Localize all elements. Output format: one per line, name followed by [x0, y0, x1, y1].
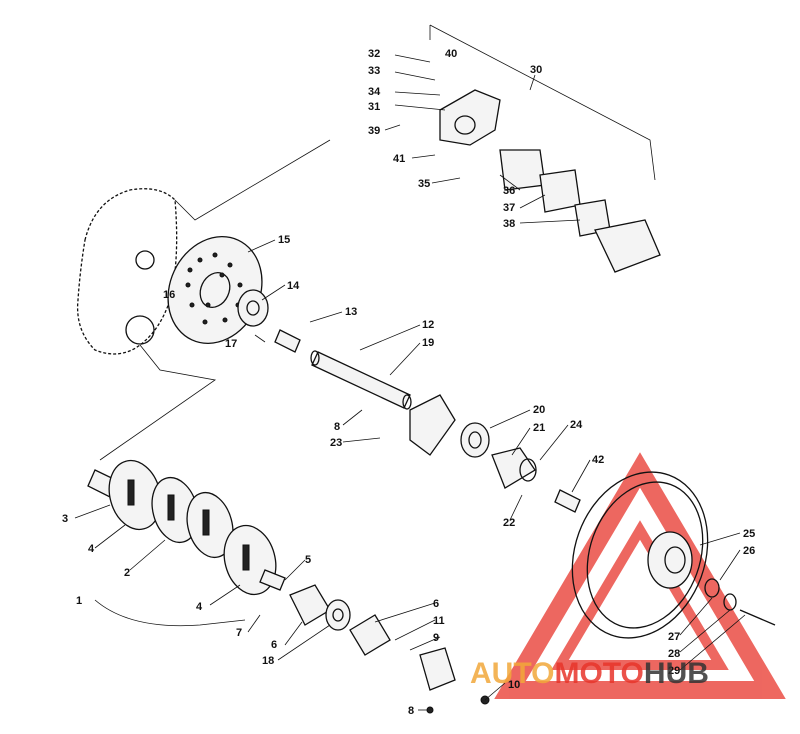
watermark-hub: HUB	[644, 657, 709, 690]
callout-33: 33	[368, 65, 380, 77]
callout-20: 20	[533, 404, 545, 416]
watermark-text: AUTOMOTOHUB	[470, 657, 709, 690]
bearing-flange-lower	[289, 584, 490, 714]
callout-26: 26	[743, 545, 755, 557]
callout-5: 5	[305, 554, 311, 566]
callout-28: 28	[668, 648, 680, 660]
callout-42: 42	[592, 454, 604, 466]
brake-caliper	[429, 24, 661, 273]
callout-13: 13	[345, 306, 357, 318]
callout-19: 19	[422, 337, 434, 349]
callout-17: 17	[225, 338, 237, 350]
callout-24: 24	[570, 419, 583, 431]
callout-32: 32	[368, 48, 380, 60]
callout-7: 7	[236, 627, 242, 639]
callout-37: 37	[503, 202, 515, 214]
callout-6a: 6	[271, 639, 277, 651]
svg-text:AUTOMOTOHUB: AUTOMOTOHUB	[470, 657, 709, 690]
callout-12: 12	[422, 319, 434, 331]
callout-11: 11	[433, 615, 445, 627]
chaincase-housing	[76, 139, 331, 461]
callout-31: 31	[368, 101, 380, 113]
callout-8b: 8	[408, 705, 414, 717]
disc-hub	[237, 289, 269, 327]
callout-4b: 4	[196, 601, 203, 613]
bearing-bracket	[409, 394, 537, 489]
callout-27: 27	[668, 631, 680, 643]
callout-38: 38	[503, 218, 515, 230]
callout-22: 22	[503, 517, 515, 529]
watermark-auto: AUTO	[470, 657, 554, 690]
drive-shaft	[87, 459, 286, 596]
callout-30: 30	[530, 64, 542, 76]
jackshaft	[274, 329, 412, 410]
callout-25: 25	[743, 528, 755, 540]
brake-wheel	[571, 471, 776, 639]
callout-8a: 8	[334, 421, 340, 433]
callout-1: 1	[76, 595, 82, 607]
callout-36: 36	[503, 185, 515, 197]
brake-disc	[167, 235, 263, 345]
callout-18: 18	[262, 655, 274, 667]
callout-15: 15	[278, 234, 290, 246]
callout-9: 9	[433, 632, 439, 644]
callout-4a: 4	[88, 543, 95, 555]
callout-labels: 1 2 3 4 4 5 6 6 7 8 8 9 10 11 12 13 14 1…	[62, 48, 755, 717]
callout-6b: 6	[433, 598, 439, 610]
watermark-logo	[494, 452, 786, 699]
callout-40: 40	[445, 48, 457, 60]
watermark-moto: MOTO	[554, 657, 643, 690]
callout-10: 10	[508, 679, 520, 691]
callout-23: 23	[330, 437, 342, 449]
callout-2: 2	[124, 567, 130, 579]
callout-35: 35	[418, 178, 430, 190]
callout-3: 3	[62, 513, 68, 525]
callout-14: 14	[287, 280, 300, 292]
callout-16: 16	[163, 289, 175, 301]
callout-21: 21	[533, 422, 545, 434]
leader-lines	[74, 54, 746, 711]
callout-41: 41	[393, 153, 405, 165]
spacer	[554, 489, 581, 513]
callout-39: 39	[368, 125, 380, 137]
callout-29: 29	[668, 665, 680, 677]
callout-34: 34	[368, 86, 381, 98]
